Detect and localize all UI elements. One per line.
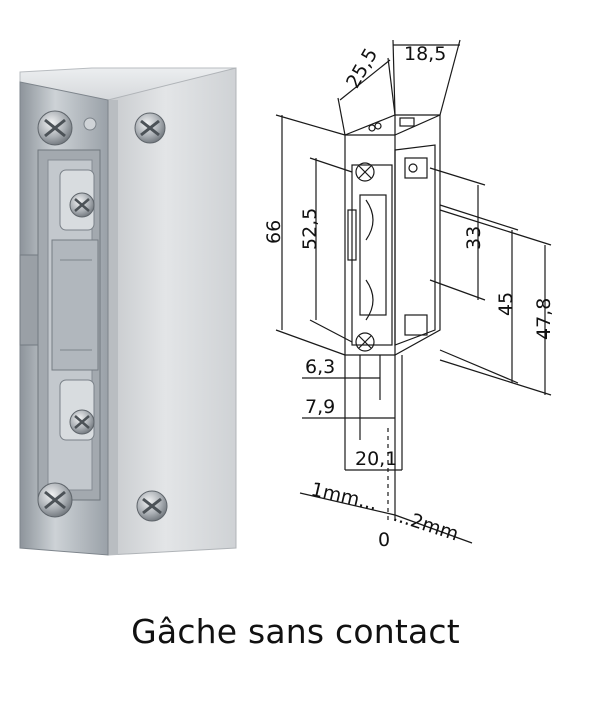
screw-mid-upper [69,192,95,218]
dim-33: 33 [463,226,485,250]
dim-66: 66 [263,220,285,244]
dim-2mm: ...2mm [390,504,461,546]
product-caption: Gâche sans contact [131,612,460,651]
dim-20-1: 20,1 [355,448,397,470]
dim-47-8: 47,8 [533,298,555,340]
technical-drawing [275,39,552,544]
dim-6-3: 6,3 [305,356,335,378]
dim-52-5: 52,5 [299,208,321,250]
dim-18-5: 18,5 [404,43,446,65]
screw-mid-lower [69,409,95,435]
dim-zero: 0 [378,529,390,551]
dim-1mm: 1mm... [309,478,379,515]
screw-top-right [134,112,166,144]
screw-bottom-left [37,482,73,518]
dim-7-9: 7,9 [305,396,335,418]
screw-top-left [37,110,73,146]
dim-45: 45 [495,292,517,316]
strike-photo [19,67,237,556]
dim-25-5: 25,5 [342,45,382,93]
screw-bottom-right [136,490,168,522]
product-illustration: 25,5 18,5 66 52,5 33 45 47,8 6,3 7,9 20,… [19,39,555,556]
